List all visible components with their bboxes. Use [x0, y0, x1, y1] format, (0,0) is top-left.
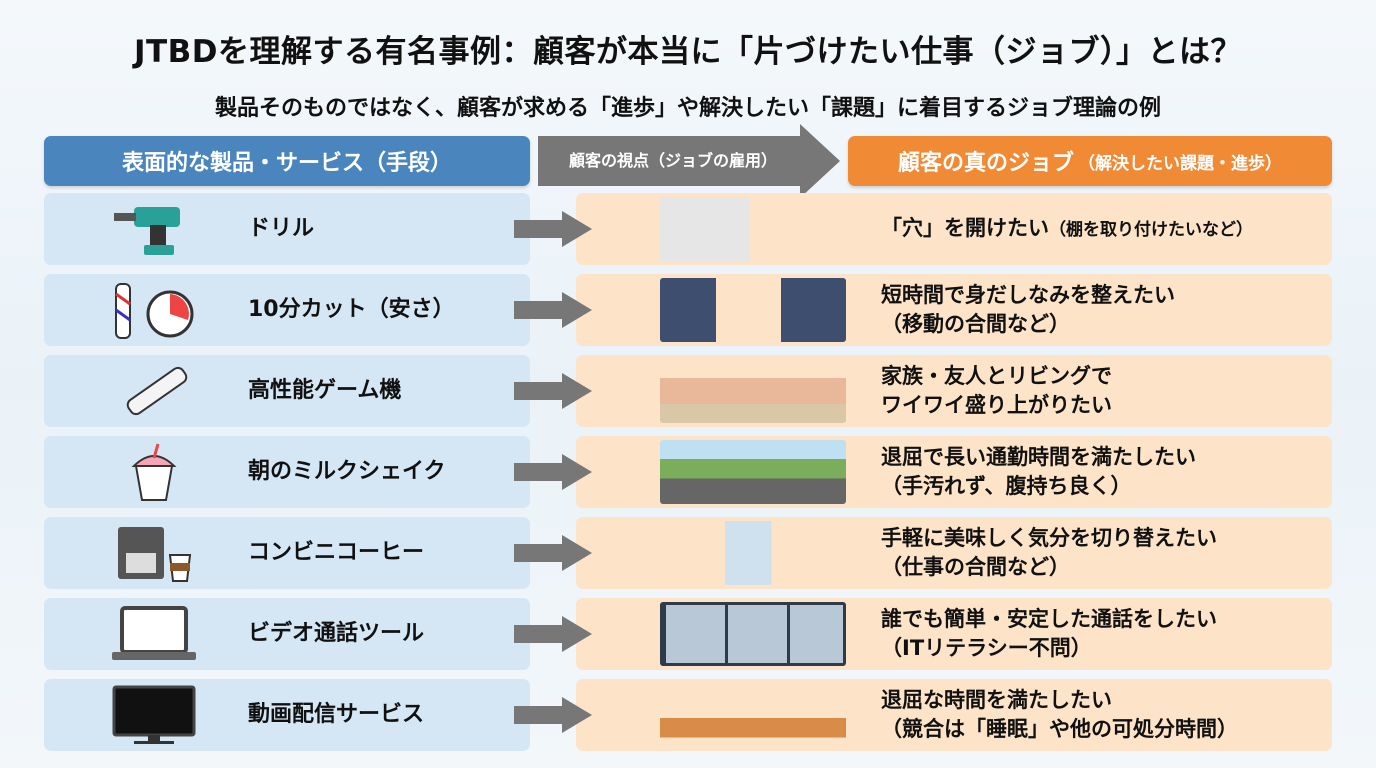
example-row: コンビニコーヒー 手軽に美味しく気分を切り替えたい （仕事の合間など） — [0, 517, 1376, 589]
product-box: ドリル — [44, 193, 530, 265]
barber-pole-stopwatch-icon — [115, 283, 194, 339]
arrow-right-icon — [514, 697, 594, 733]
job-box: 短時間で身だしなみを整えたい （移動の合間など） — [576, 274, 1332, 346]
job-box: 誰でも簡単・安定した通話をしたい （ITリテラシー不問） — [576, 598, 1332, 670]
laptop-icon — [112, 606, 196, 660]
product-label: 動画配信サービス — [248, 702, 425, 727]
example-row: 10分カット（安さ） 短時間で身だしなみを整えたい （移動の合間など） — [0, 274, 1376, 346]
drill-icon — [114, 207, 180, 255]
job-box: 退屈で長い通勤時間を満たしたい （手汚れず、腹持ち良く） — [576, 436, 1332, 508]
job-line2: （手汚れず、腹持ち良く） — [881, 474, 1132, 498]
job-line1: 退屈な時間を満たしたい — [881, 688, 1112, 712]
arrow-right-icon — [514, 373, 594, 409]
product-box: 動画配信サービス — [44, 679, 530, 751]
header-true-job: 顧客の真のジョブ（解決したい課題・進歩） — [848, 136, 1332, 186]
product-label: 10分カット（安さ） — [248, 297, 455, 322]
milkshake-icon — [131, 443, 177, 501]
product-box: 10分カット（安さ） — [44, 274, 530, 346]
job-line2: （競合は「睡眠」や他の可処分時間） — [881, 717, 1238, 741]
job-line1: 手軽に美味しく気分を切り替えたい — [881, 526, 1217, 550]
arrow-right-icon — [514, 292, 594, 328]
wall-hole-shelf-illustration — [660, 197, 846, 261]
job-line1: 「穴」を開けたい — [881, 215, 1049, 240]
example-row: 高性能ゲーム機 家族・友人とリビングで ワイワイ盛り上がりたい — [0, 355, 1376, 427]
arrow-right-icon — [514, 211, 594, 247]
product-box: ビデオ通話ツール — [44, 598, 530, 670]
job-text: 家族・友人とリビングで ワイワイ盛り上がりたい — [881, 355, 1112, 427]
job-line1: 退屈で長い通勤時間を満たしたい — [881, 445, 1196, 469]
arrow-right-icon — [514, 454, 594, 490]
job-text: 短時間で身だしなみを整えたい （移動の合間など） — [881, 274, 1175, 346]
example-row: ドリル 「穴」を開けたい（棚を取り付けたいなど） — [0, 193, 1376, 265]
header-true-job-sub: （解決したい課題・進歩） — [1078, 153, 1282, 174]
product-label: ドリル — [248, 216, 315, 241]
job-line2: （仕事の合間など） — [881, 555, 1070, 579]
job-line2: （ITリテラシー不問） — [881, 636, 1092, 660]
job-text: 退屈で長い通勤時間を満たしたい （手汚れず、腹持ち良く） — [881, 436, 1196, 508]
video-call-grid-illustration — [660, 602, 846, 666]
example-row: ビデオ通話ツール 誰でも簡単・安定した通話をしたい （ITリテラシー不問） — [0, 598, 1376, 670]
job-text: 退屈な時間を満たしたい （競合は「睡眠」や他の可処分時間） — [881, 679, 1238, 751]
header-customer-view-label: 顧客の視点（ジョブの雇用） — [568, 151, 777, 170]
busy-businesspeople-illustration — [660, 278, 846, 342]
job-text: 「穴」を開けたい（棚を取り付けたいなど） — [881, 193, 1253, 265]
product-label: ビデオ通話ツール — [248, 621, 425, 646]
relaxing-on-sofa-illustration — [660, 683, 846, 747]
tv-icon — [112, 685, 196, 744]
game-controller-icon — [126, 366, 188, 416]
job-text: 誰でも簡単・安定した通話をしたい （ITリテラシー不問） — [881, 598, 1217, 670]
job-text: 手軽に美味しく気分を切り替えたい （仕事の合間など） — [881, 517, 1217, 589]
page-subtitle: 製品そのものではなく、顧客が求める「進歩」や解決したい「課題」に着目するジョブ理… — [214, 96, 1161, 121]
product-label: コンビニコーヒー — [248, 540, 425, 565]
product-box: 高性能ゲーム機 — [44, 355, 530, 427]
header-true-job-main: 顧客の真のジョブ — [897, 151, 1074, 176]
office-worker-coffee-illustration — [660, 521, 846, 585]
arrow-right-icon — [514, 616, 594, 652]
job-box: 手軽に美味しく気分を切り替えたい （仕事の合間など） — [576, 517, 1332, 589]
job-line2: （移動の合間など） — [881, 312, 1070, 336]
job-line1: 家族・友人とリビングで — [881, 364, 1112, 388]
example-row: 動画配信サービス 退屈な時間を満たしたい （競合は「睡眠」や他の可処分時間） — [0, 679, 1376, 751]
coffee-machine-icon — [118, 527, 192, 582]
job-line1: 誰でも簡単・安定した通話をしたい — [881, 607, 1217, 631]
header-products: 表面的な製品・サービス（手段） — [44, 136, 530, 186]
header-customer-view-arrow: 顧客の視点（ジョブの雇用） — [538, 124, 840, 198]
job-line1: 短時間で身だしなみを整えたい — [881, 283, 1175, 307]
job-box: 「穴」を開けたい（棚を取り付けたいなど） — [576, 193, 1332, 265]
product-box: 朝のミルクシェイク — [44, 436, 530, 508]
product-box: コンビニコーヒー — [44, 517, 530, 589]
job-box: 退屈な時間を満たしたい （競合は「睡眠」や他の可処分時間） — [576, 679, 1332, 751]
page-title: JTBDを理解する有名事例：顧客が本当に「片づけたい仕事（ジョブ）」とは？ — [133, 34, 1243, 70]
product-label: 高性能ゲーム機 — [248, 378, 402, 403]
product-label: 朝のミルクシェイク — [248, 459, 446, 484]
arrow-right-icon — [514, 535, 594, 571]
job-box: 家族・友人とリビングで ワイワイ盛り上がりたい — [576, 355, 1332, 427]
commuter-driving-illustration — [660, 440, 846, 504]
example-row: 朝のミルクシェイク 退屈で長い通勤時間を満たしたい （手汚れず、腹持ち良く） — [0, 436, 1376, 508]
family-living-room-illustration — [660, 359, 846, 423]
job-line2: ワイワイ盛り上がりたい — [881, 393, 1112, 417]
job-note: （棚を取り付けたいなど） — [1049, 219, 1253, 240]
